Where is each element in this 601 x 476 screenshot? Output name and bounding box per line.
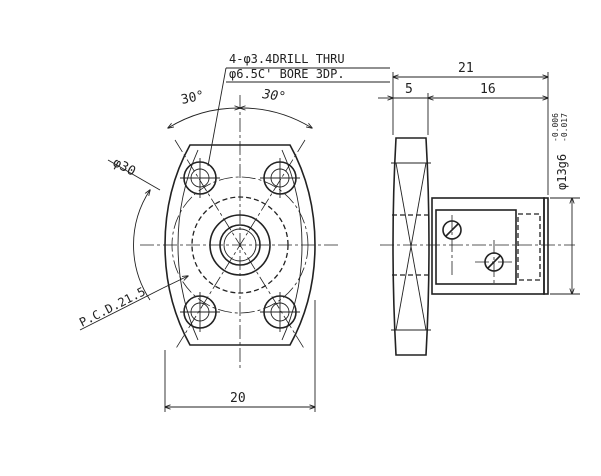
front-view: 30° 30° φ30 P.C.D.21.5 4-φ3.4DRILL THRU … <box>77 52 390 412</box>
side-hidden-bore <box>517 213 541 281</box>
diameter-30-arc <box>133 190 150 301</box>
dim-21-label: 21 <box>458 61 474 76</box>
side-view: 21 5 16 φ13g6 -0.006 -0.017 <box>378 61 580 356</box>
central-bore <box>219 224 261 266</box>
dim-5-label: 5 <box>405 82 413 97</box>
angle-label-right: 30° <box>260 87 286 105</box>
shaft-diameter-label: φ13g6 <box>555 154 569 190</box>
hole-callout-line-2: φ6.5C' BORE 3DP. <box>229 67 345 81</box>
side-flange-diag-2 <box>395 162 427 331</box>
hole-callout-leader <box>207 67 227 167</box>
flange-edge-left <box>177 149 199 341</box>
bolt-hole-bottom-right <box>260 292 300 332</box>
bolt-hole-top-left <box>180 158 220 198</box>
shaft-tol-lower: -0.017 <box>560 113 569 142</box>
diameter-30-leader <box>107 159 161 191</box>
set-screw-1 <box>442 215 462 278</box>
pcd-circle <box>171 176 309 314</box>
shaft-tol-upper: -0.006 <box>551 113 560 142</box>
angle-arc-left <box>168 108 240 128</box>
angle-label-left: 30° <box>180 88 206 108</box>
hole-callout-line-1: 4-φ3.4DRILL THRU <box>229 52 345 66</box>
bolt-hole-top-right <box>260 158 300 198</box>
diag-center-2 <box>174 139 306 351</box>
angle-arc-right <box>240 108 312 128</box>
side-flange <box>392 137 430 356</box>
side-shaft-chamfer <box>543 197 549 295</box>
pcd-leader-arrow <box>162 276 188 289</box>
central-boss <box>209 214 271 276</box>
set-screw-2 <box>475 240 515 285</box>
diameter-30-label: φ30 <box>110 155 138 179</box>
central-bore-inner <box>223 228 257 262</box>
width-20-label: 20 <box>230 391 246 406</box>
bolt-hole-bottom-left <box>180 292 220 332</box>
side-set-collar <box>435 209 517 285</box>
pcd-label: P.C.D.21.5 <box>77 284 148 329</box>
hidden-bore-outer <box>191 196 289 294</box>
pcd-leader-base <box>79 287 164 331</box>
dim-16-label: 16 <box>480 82 496 97</box>
flange-outline <box>164 144 316 346</box>
